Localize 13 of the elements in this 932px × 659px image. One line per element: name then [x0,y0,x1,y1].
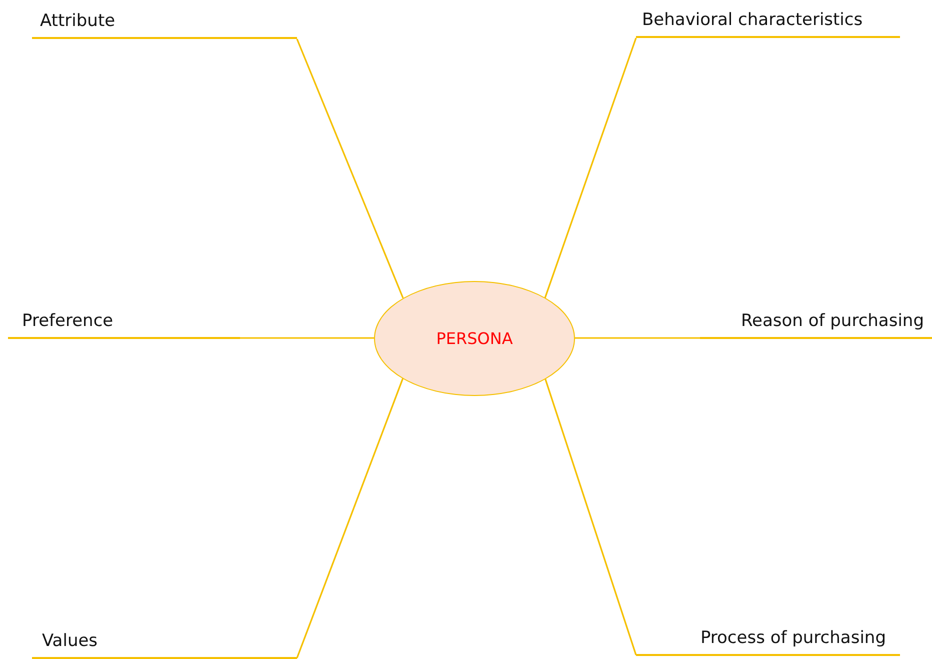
connector-line [544,38,637,298]
node-label: Behavioral characteristics [642,10,863,30]
connector-line [575,337,700,339]
connector-line [544,378,637,656]
center-ellipse: PERSONA [374,281,575,396]
node-label: Reason of purchasing [740,311,924,331]
node-label: Attribute [40,11,116,31]
connector-line [296,38,404,298]
node-label: Values [42,631,98,651]
connector-line [240,337,374,339]
connector-line [296,378,404,658]
node-label: Process of purchasing [700,628,886,648]
node-label: Preference [22,311,114,331]
